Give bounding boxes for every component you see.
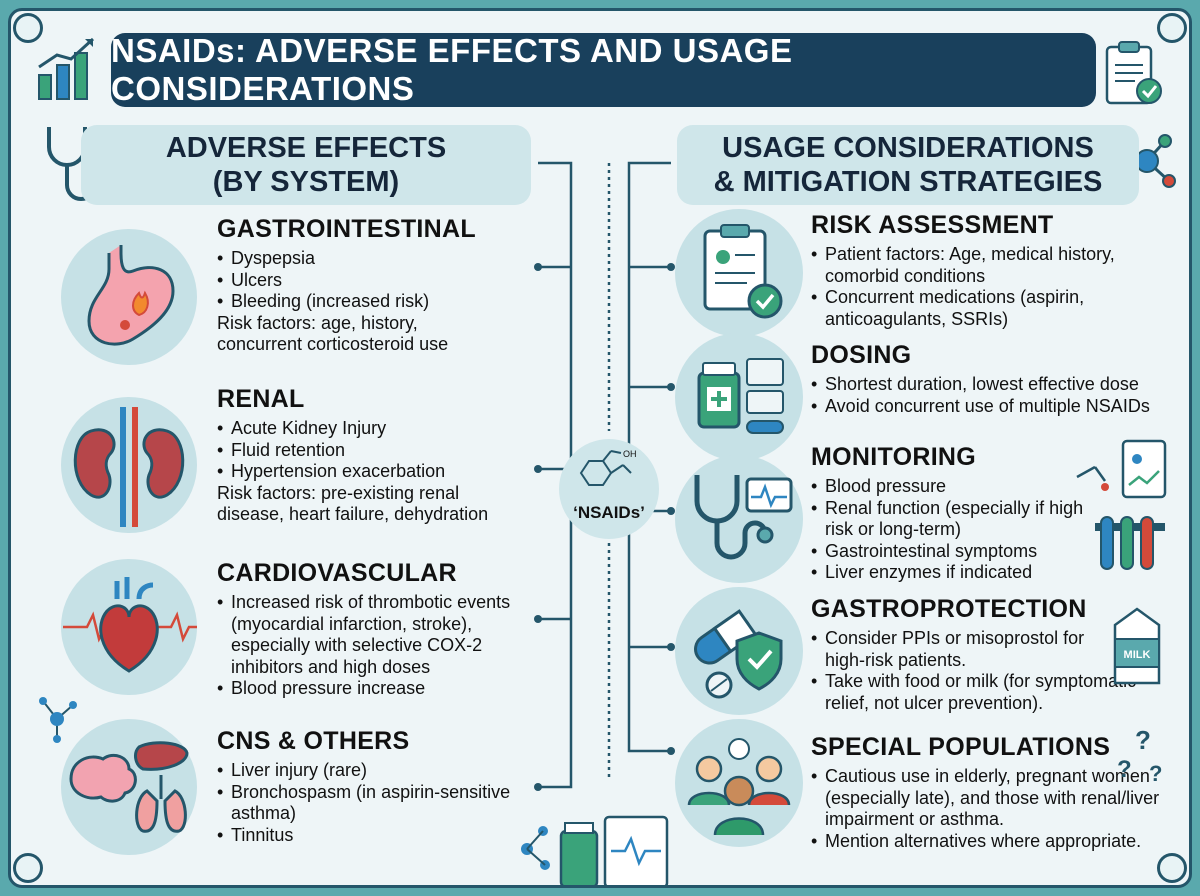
hydroxyl-label: OH — [623, 449, 637, 459]
svg-text:?: ? — [1149, 761, 1162, 785]
usage-monitoring-block: MONITORING Blood pressure Renal function… — [811, 443, 1091, 584]
section-title: GASTROINTESTINAL — [217, 215, 476, 243]
list-item: Bronchospasm (in aspirin-sensitive asthm… — [217, 782, 543, 825]
section-title: CNS & OTHERS — [217, 727, 410, 755]
section-title: RISK ASSESSMENT — [811, 211, 1054, 239]
list-item: Shortest duration, lowest effective dose — [811, 374, 1171, 396]
svg-text:?: ? — [1117, 756, 1132, 783]
list-item: Avoid concurrent use of multiple NSAIDs — [811, 396, 1171, 418]
list-item: Bleeding (increased risk) — [217, 291, 537, 313]
usage-dosing-block: DOSING Shortest duration, lowest effecti… — [811, 341, 1171, 417]
infographic-frame: NSAIDs: ADVERSE EFFECTS AND USAGE CONSID… — [8, 8, 1192, 888]
usage-gastro-block: GASTROPROTECTION Consider PPIs or misopr… — [811, 595, 1171, 714]
molecule-icon — [39, 697, 77, 743]
usage-special-block: SPECIAL POPULATIONS Cautious use in elde… — [811, 733, 1181, 852]
list-item: Liver enzymes if indicated — [811, 562, 1091, 584]
section-title: DOSING — [811, 341, 912, 369]
risk-factors-text: Risk factors: pre-existing renal disease… — [217, 482, 489, 525]
list-item: Concurrent medications (aspirin, anticoa… — [811, 287, 1171, 330]
corner-leaf-icon — [1157, 13, 1187, 43]
stomach-icon — [87, 245, 175, 346]
list-item: Blood pressure increase — [217, 678, 543, 700]
list-item: Ulcers — [217, 270, 537, 292]
milk-carton-icon: MILK — [1113, 607, 1161, 685]
center-label: ‘NSAIDs’ — [573, 503, 645, 522]
section-title: MONITORING — [811, 443, 977, 471]
adverse-icon-circle — [61, 559, 197, 695]
medication-dosing-icon — [697, 358, 784, 434]
heart-icon — [63, 577, 197, 673]
adverse-icon-circle — [61, 397, 197, 533]
brain-liver-lungs-icon — [69, 741, 189, 833]
list-item: Mention alternatives where appropriate. — [811, 831, 1181, 853]
usage-icon-circle — [675, 719, 803, 847]
list-item: Patient factors: Age, medical history, c… — [811, 244, 1171, 287]
section-title: CARDIOVASCULAR — [217, 559, 457, 587]
list-item: Renal function (especially if high risk … — [811, 498, 1091, 541]
risk-factors-text: Risk factors: age, history, concurrent c… — [217, 312, 449, 355]
clipboard-check-icon — [1105, 41, 1162, 105]
nsaid-molecule-icon: OH — [579, 449, 637, 486]
section-title: SPECIAL POPULATIONS — [811, 733, 1111, 761]
usage-icon-circle — [675, 587, 803, 715]
list-item: Acute Kidney Injury — [217, 418, 537, 440]
page-title: NSAIDs: ADVERSE EFFECTS AND USAGE CONSID… — [111, 32, 1096, 107]
list-item: Cautious use in elderly, pregnant women … — [811, 766, 1181, 831]
corner-flask-icon — [13, 853, 43, 883]
left-section-header: ADVERSE EFFECTS (BY SYSTEM) — [81, 125, 531, 205]
list-item: Tinnitus — [217, 825, 543, 847]
right-section-header: USAGE CONSIDERATIONS & MITIGATION STRATE… — [677, 125, 1139, 205]
people-group-icon — [687, 738, 791, 836]
adverse-renal-block: RENAL Acute Kidney Injury Fluid retentio… — [217, 385, 537, 526]
lab-report-icon — [1076, 439, 1167, 570]
bar-chart-icon — [38, 37, 95, 100]
adverse-cns-block: CNS & OTHERS Liver injury (rare) Broncho… — [217, 727, 543, 846]
section-title: RENAL — [217, 385, 305, 413]
list-item: Consider PPIs or misoprostol for high-ri… — [811, 628, 1171, 671]
usage-icon-circle — [675, 209, 803, 337]
list-item: Increased risk of thrombotic events (myo… — [217, 592, 543, 678]
usage-icon-circle — [675, 455, 803, 583]
list-item: Hypertension exacerbation — [217, 461, 537, 483]
list-item: Gastrointestinal symptoms — [811, 541, 1091, 563]
adverse-icon-circle — [61, 719, 197, 855]
usage-icon-circle — [675, 333, 803, 461]
usage-risk-block: RISK ASSESSMENT Patient factors: Age, me… — [811, 211, 1171, 330]
svg-text:?: ? — [1135, 725, 1151, 755]
question-marks-icon: ? ? ? — [1117, 725, 1162, 785]
pill-shield-icon — [694, 609, 783, 699]
center-hub: OH — [559, 439, 659, 539]
clipboard-check-icon — [703, 224, 783, 319]
adverse-cv-block: CARDIOVASCULAR Increased risk of thrombo… — [217, 559, 543, 700]
list-item: Blood pressure — [811, 476, 1091, 498]
list-item: Dyspepsia — [217, 248, 537, 270]
list-item: Liver injury (rare) — [217, 760, 543, 782]
adverse-icon-circle — [61, 229, 197, 365]
milk-label: MILK — [1124, 649, 1151, 661]
medicine-clipboard-icon — [521, 815, 669, 885]
corner-plus-icon — [13, 13, 43, 43]
adverse-gi-block: GASTROINTESTINAL Dyspepsia Ulcers Bleedi… — [217, 215, 537, 356]
kidney-icon — [73, 407, 185, 527]
corner-plus-icon — [1157, 853, 1187, 883]
list-item: Fluid retention — [217, 440, 537, 462]
list-item: Take with food or milk (for symptomatic … — [811, 671, 1171, 714]
section-title: GASTROPROTECTION — [811, 595, 1087, 623]
stethoscope-monitor-icon — [694, 475, 793, 560]
